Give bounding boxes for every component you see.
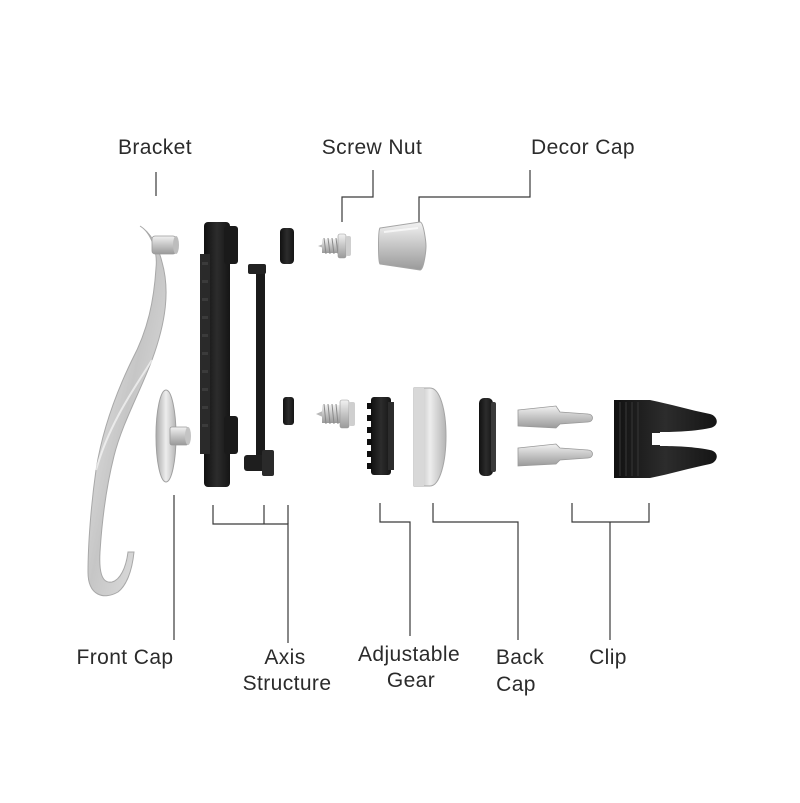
decor-cap-part [378, 221, 427, 271]
screw-nut-bottom-part [316, 399, 355, 429]
leader-screw-nut [341, 170, 374, 222]
bracket-part [87, 225, 179, 597]
axis-structure-frame-part [200, 222, 238, 487]
screw-nut-top-part [318, 233, 351, 259]
label-cap: Cap [496, 673, 536, 696]
leader-back-cap [432, 503, 519, 640]
axis-structure-rod-part [244, 264, 274, 476]
leader-clip-bracket [571, 503, 650, 523]
leader-decor-cap [418, 170, 531, 222]
label-structure: Structure [243, 672, 332, 695]
label-axis: Axis [264, 646, 305, 669]
axis-small-cap-top-part [280, 228, 294, 264]
label-bracket: Bracket [118, 136, 192, 159]
leader-adjustable-gear [379, 503, 411, 636]
black-ring-part [479, 398, 496, 476]
back-cap-part [413, 387, 447, 487]
label-back: Back [496, 646, 544, 669]
label-front-cap: Front Cap [77, 646, 174, 669]
label-clip: Clip [589, 646, 627, 669]
adjustable-gear-part [367, 397, 394, 475]
label-decor-cap: Decor Cap [531, 136, 635, 159]
axis-small-cap-bottom-part [283, 397, 294, 425]
label-screw-nut: Screw Nut [322, 136, 422, 159]
clip-part [614, 400, 717, 478]
clip-spring-part [517, 405, 593, 467]
front-cap-part [155, 389, 191, 483]
label-gear: Gear [387, 669, 435, 692]
label-adjustable: Adjustable [358, 643, 460, 666]
leader-axis-structure [212, 505, 289, 643]
